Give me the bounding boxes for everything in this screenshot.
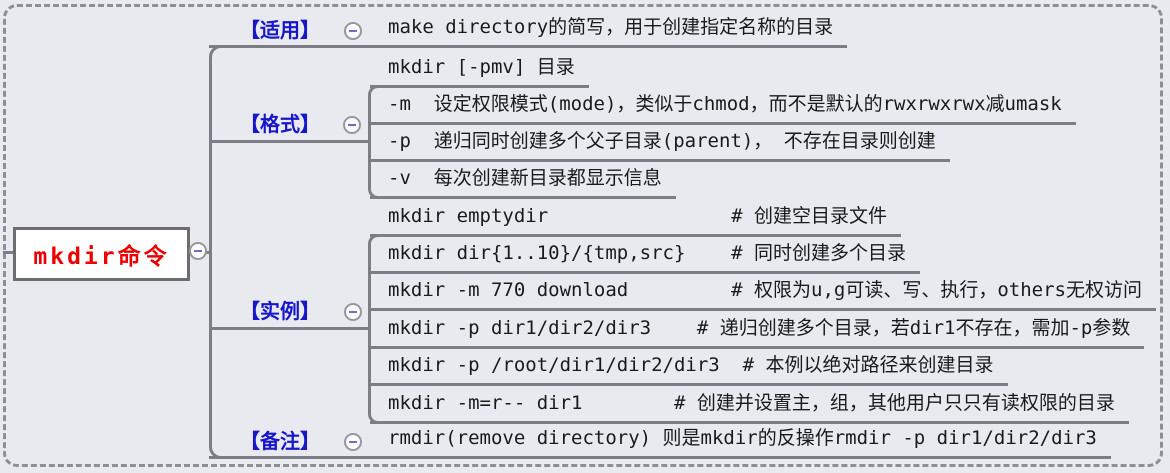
root-node[interactable]: mkdir命令 <box>13 227 190 281</box>
branch-label-usage[interactable]: 【适用】 <box>240 20 320 42</box>
map-dashed-border <box>3 4 1163 467</box>
examples-collapse-icon[interactable] <box>344 303 362 321</box>
notes-collapse-icon[interactable] <box>344 433 362 451</box>
minus-icon <box>348 124 356 126</box>
notes-connector-line <box>209 456 372 459</box>
branch-label-format[interactable]: 【格式】 <box>240 114 320 136</box>
root-node-label: mkdir命令 <box>33 244 170 270</box>
branch-label-examples[interactable]: 【实例】 <box>240 301 320 323</box>
topic-node[interactable]: mkdir -p /root/dir1/dir2/dir3 # 本例以绝对路径来… <box>370 348 1008 386</box>
usage-connector-line <box>209 45 372 48</box>
topic-node[interactable]: mkdir [-pmv] 目录 <box>370 50 589 88</box>
topic-node[interactable]: -m 设定权限模式(mode)，类似于chmod，而不是默认的rwxrwxrwx… <box>370 87 1076 125</box>
topic-node[interactable]: -p 递归同时创建多个父子目录(parent)， 不存在目录则创建 <box>370 124 950 162</box>
main-branch-trunk <box>209 45 225 459</box>
minus-icon <box>349 30 357 32</box>
root-collapse-icon[interactable] <box>189 242 207 260</box>
minus-icon <box>349 311 357 313</box>
topic-node[interactable]: mkdir -m=r-- dir1 # 创建并设置主，组，其他用户只只有读权限的… <box>370 386 1129 424</box>
root-left-stub-line <box>3 251 13 254</box>
topic-node[interactable]: mkdir dir{1..10}/{tmp,src} # 同时创建多个目录 <box>370 236 921 274</box>
usage-collapse-icon[interactable] <box>344 22 362 40</box>
topic-node[interactable]: -v 每次创建新目录都显示信息 <box>370 161 676 199</box>
examples-connector-line <box>209 327 368 330</box>
topic-node[interactable]: rmdir(remove directory) 则是mkdir的反操作rmdir… <box>370 421 1111 459</box>
topic-node[interactable]: mkdir -p dir1/dir2/dir3 # 递归创建多个目录，若dir1… <box>370 311 1145 349</box>
topic-node[interactable]: mkdir emptydir # 创建空目录文件 <box>370 199 902 237</box>
minus-icon <box>194 250 202 252</box>
topic-node[interactable]: mkdir -m 770 download # 权限为u,g可读、写、执行，ot… <box>370 273 1156 311</box>
minus-icon <box>349 441 357 443</box>
format-connector-line <box>209 140 368 143</box>
branch-label-notes[interactable]: 【备注】 <box>240 431 320 453</box>
topic-node[interactable]: make directory的简写，用于创建指定名称的目录 <box>370 10 848 48</box>
format-collapse-icon[interactable] <box>343 116 361 134</box>
